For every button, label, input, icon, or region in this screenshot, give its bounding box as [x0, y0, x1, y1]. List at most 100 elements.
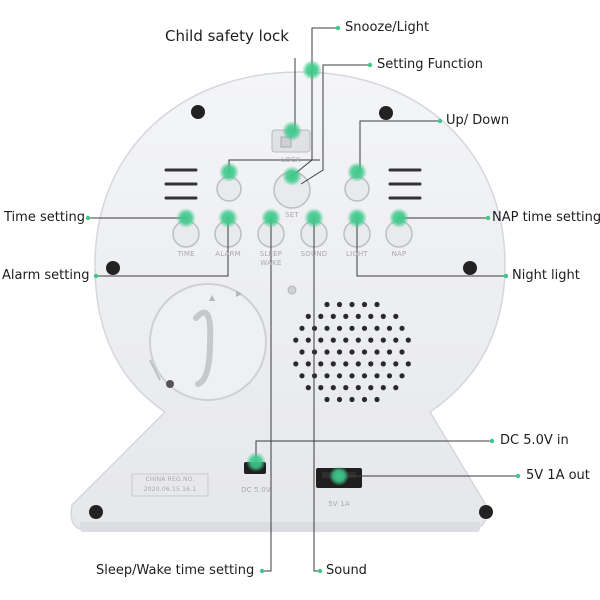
speaker-hole — [374, 325, 380, 331]
marker-snooze — [282, 166, 302, 186]
speaker-hole — [368, 385, 374, 391]
speaker-hole — [374, 349, 380, 355]
device-body — [70, 71, 506, 532]
callout-time-setting: Time setting — [4, 210, 86, 225]
callout-alarm-setting: Alarm setting — [2, 268, 90, 283]
speaker-hole — [380, 313, 386, 319]
callout-up-down: Up/ Down — [446, 113, 510, 128]
speaker-hole — [405, 361, 411, 367]
callout-dc-in: DC 5.0V in — [500, 433, 569, 448]
speaker-hole — [305, 337, 311, 343]
speaker-hole — [368, 313, 374, 319]
screw-holes — [89, 105, 493, 519]
speaker-hole — [305, 361, 311, 367]
marker-up — [219, 162, 239, 182]
speaker-hole — [343, 361, 349, 367]
speaker-hole — [330, 361, 336, 367]
speaker-hole — [380, 361, 386, 367]
speaker-hole — [336, 349, 343, 355]
callout-nap-time-setting: NAP time setting — [492, 210, 600, 225]
speaker-hole — [324, 301, 330, 308]
speaker-hole — [405, 337, 411, 343]
speaker-hole — [355, 313, 361, 319]
speaker-hole — [318, 313, 324, 319]
lock-label: LOCK — [281, 156, 301, 164]
svg-text:▶: ▶ — [236, 289, 243, 298]
sleep-label: SLEEP — [259, 250, 283, 258]
speaker-hole — [330, 337, 336, 343]
speaker-hole — [368, 337, 374, 343]
serial-label: 2020.06.15.16.1 — [143, 486, 197, 493]
callout-setting-function: Setting Function — [377, 57, 483, 72]
marker-time — [176, 208, 196, 228]
light-label: LIGHT — [346, 250, 368, 258]
speaker-hole — [336, 301, 343, 308]
speaker-hole — [299, 349, 305, 355]
speaker-hole — [336, 325, 343, 331]
callout-end-dots — [85, 25, 521, 574]
set-label: SET — [285, 211, 299, 219]
speaker-hole — [293, 361, 299, 367]
info-plate — [131, 473, 209, 497]
marker-alarm — [218, 208, 238, 228]
speaker-hole — [318, 385, 324, 391]
speaker-hole — [349, 349, 355, 355]
battery-compartment[interactable]: ▲ ▶ — [149, 283, 267, 401]
marker-sleep-wake — [261, 208, 281, 228]
speaker-hole — [380, 385, 386, 391]
speaker-hole — [336, 373, 343, 379]
speaker-hole — [386, 349, 393, 355]
speaker-hole — [305, 385, 311, 391]
vent-slots — [164, 168, 422, 200]
wake-label: WAKE — [260, 259, 282, 267]
speaker-hole — [318, 337, 324, 343]
speaker-hole — [393, 361, 399, 367]
speaker-hole — [330, 313, 336, 319]
speaker-hole — [380, 337, 386, 343]
speaker-hole — [324, 349, 330, 355]
speaker-hole — [349, 325, 355, 331]
speaker-hole — [349, 301, 355, 308]
marker-nap — [389, 208, 409, 228]
callout-night-light: Night light — [512, 268, 580, 283]
speaker-hole — [293, 337, 299, 343]
speaker-hole — [330, 385, 336, 391]
marker-setting-function — [302, 60, 322, 80]
speaker-hole — [386, 325, 393, 331]
speaker-hole — [349, 396, 355, 403]
svg-text:▲: ▲ — [209, 293, 216, 302]
nap-label: NAP — [391, 250, 407, 258]
speaker-hole — [324, 396, 330, 403]
speaker-hole — [355, 361, 361, 367]
speaker-hole — [349, 373, 355, 379]
speaker-hole — [324, 325, 330, 331]
marker-usb — [329, 466, 349, 486]
marker-down — [347, 162, 367, 182]
speaker-hole — [299, 373, 305, 379]
callout-usb-out: 5V 1A out — [526, 468, 590, 483]
callout-sleep-wake: Sleep/Wake time setting — [96, 563, 255, 578]
speaker-hole — [393, 313, 399, 319]
speaker-hole — [343, 385, 349, 391]
speaker-hole — [355, 337, 361, 343]
speaker-hole — [361, 349, 368, 355]
speaker-hole — [374, 396, 380, 403]
speaker-hole — [399, 349, 405, 355]
speaker-hole — [324, 373, 330, 379]
speaker-hole — [343, 313, 349, 319]
speaker-hole — [374, 301, 380, 308]
speaker-hole — [393, 385, 399, 391]
callout-snooze-light: Snooze/Light — [345, 20, 430, 35]
callout-child-safety-lock: Child safety lock — [165, 27, 289, 45]
speaker-hole — [361, 373, 368, 379]
dc-port-label: DC 5.0V — [241, 486, 271, 494]
speaker-hole — [343, 337, 349, 343]
speaker-hole — [336, 396, 343, 403]
speaker-hole — [399, 373, 405, 379]
callout-sound: Sound — [326, 563, 367, 578]
time-label: TIME — [177, 250, 195, 258]
speaker-grille — [293, 301, 411, 403]
speaker-hole — [361, 325, 368, 331]
marker-sound — [304, 208, 324, 228]
